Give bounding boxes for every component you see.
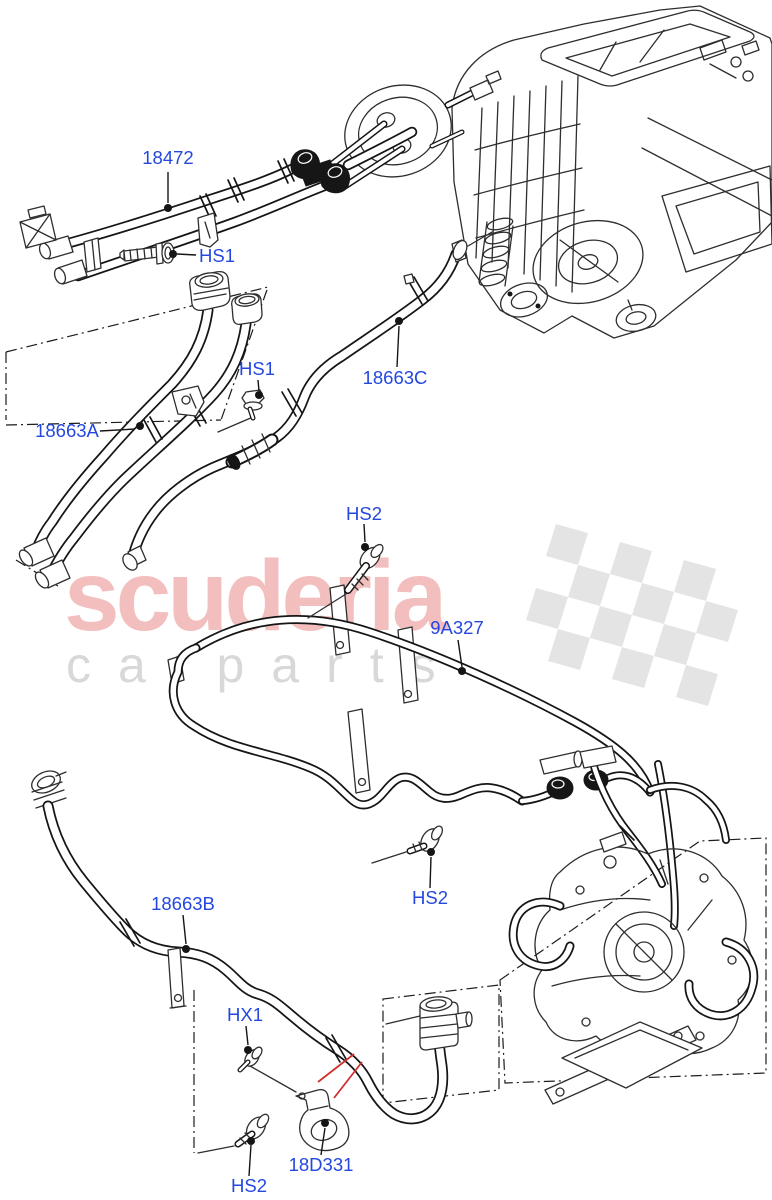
bolt-hs2-lower-drawing — [197, 1113, 270, 1154]
part-label-18663b[interactable]: 18663B — [151, 892, 215, 914]
part-label-18663a[interactable]: 18663A — [35, 419, 99, 441]
hvac-unit-drawing — [451, 5, 772, 339]
watermark-tagline-text: carparts — [66, 637, 463, 693]
part-label-hs2-upper[interactable]: HS2 — [346, 502, 382, 524]
part-label-hs1-lower[interactable]: HS1 — [239, 357, 275, 379]
screw-hs1-upper-drawing — [119, 242, 175, 265]
hose-18663c-drawing — [122, 239, 468, 571]
bolt-hs2-middle-drawing — [371, 825, 444, 864]
part-label-hs2-lower[interactable]: HS2 — [231, 1174, 267, 1196]
part-label-9a327[interactable]: 9A327 — [430, 616, 484, 638]
part-label-18472[interactable]: 18472 — [142, 146, 194, 168]
red-highlight-lines — [317, 1053, 363, 1099]
hose-18472-drawing — [19, 126, 418, 285]
screw-hx1-drawing — [237, 1046, 297, 1093]
leader-lines — [99, 172, 466, 1177]
watermark: scuderia carparts — [64, 524, 738, 706]
hose-18663a-drawing — [18, 270, 263, 589]
part-label-18d331[interactable]: 18D331 — [288, 1153, 354, 1175]
zone-boundaries — [5, 286, 767, 1153]
hose-18663b-drawing — [31, 770, 473, 1125]
bolt-hs2-upper-drawing — [307, 543, 384, 619]
checkered-flag-watermark — [526, 524, 738, 706]
part-label-hs1-upper[interactable]: HS1 — [199, 244, 235, 266]
part-label-hs2-middle[interactable]: HS2 — [412, 886, 448, 908]
pipe-frame-9a327-drawing — [167, 584, 655, 810]
part-label-hx1[interactable]: HX1 — [227, 1003, 263, 1025]
auxiliary-pump-drawing — [508, 745, 759, 1105]
part-label-18663c[interactable]: 18663C — [362, 366, 428, 388]
